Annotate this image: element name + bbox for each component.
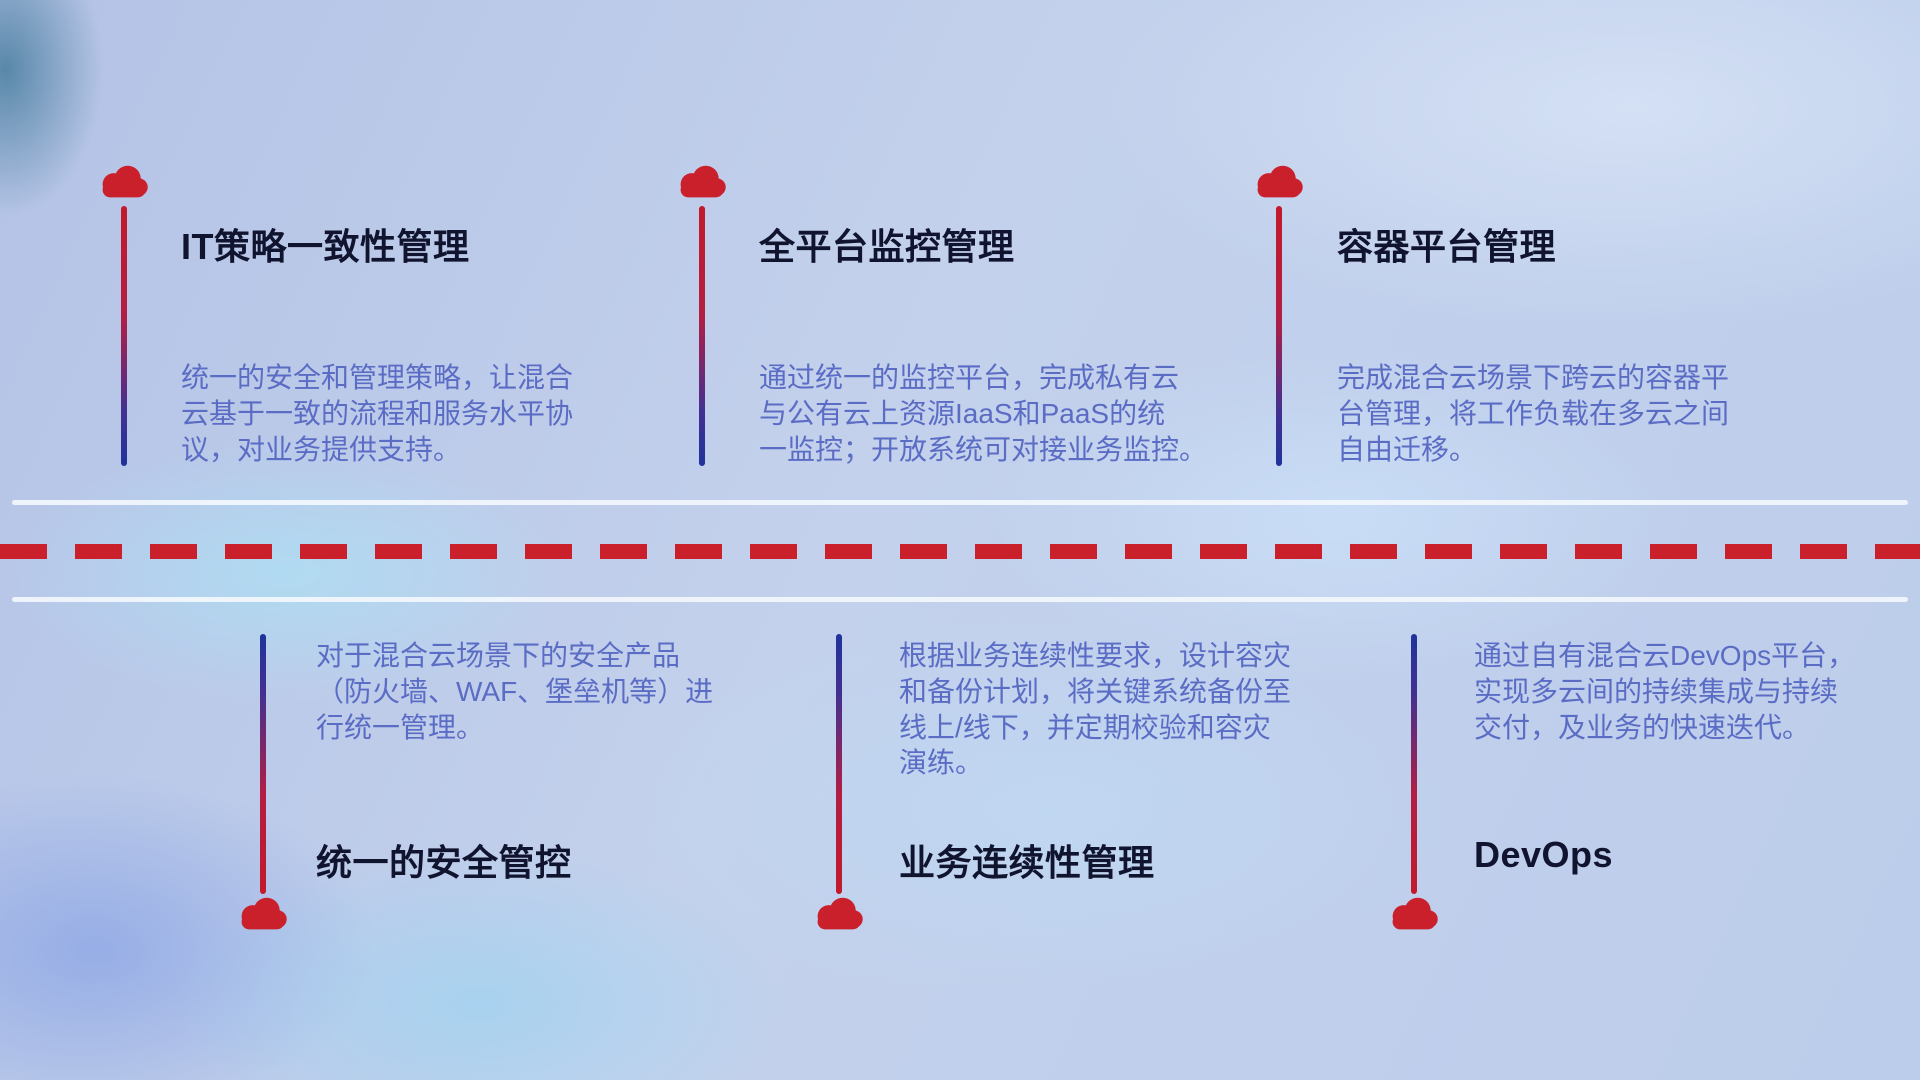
timeline-stem — [260, 634, 266, 894]
item-description: 统一的安全和管理策略，让混合 云基于一致的流程和服务水平协 议，对业务提供支持。 — [181, 362, 574, 465]
timeline-stem — [121, 206, 127, 466]
cloud-icon — [1251, 162, 1307, 202]
road-dashed-line — [0, 544, 1920, 559]
item-title: DevOps — [1474, 834, 1614, 875]
cloud-icon — [96, 162, 152, 202]
item-title: 容器平台管理 — [1337, 226, 1557, 267]
cloud-icon — [811, 894, 867, 934]
item-title: 统一的安全管控 — [316, 842, 572, 883]
timeline-stem — [836, 634, 842, 894]
cloud-icon — [235, 894, 291, 934]
road-top-line — [12, 500, 1908, 505]
item-title: IT策略一致性管理 — [181, 226, 470, 267]
road-bottom-line — [12, 597, 1908, 602]
timeline-stem — [1276, 206, 1282, 466]
item-description: 通过自有混合云DevOps平台， 实现多云间的持续集成与持续 交付，及业务的快速… — [1474, 640, 1856, 743]
item-title: 全平台监控管理 — [759, 226, 1015, 267]
cloud-icon — [674, 162, 730, 202]
item-description: 对于混合云场景下的安全产品 （防火墙、WAF、堡垒机等）进 行统一管理。 — [316, 640, 714, 743]
item-description: 完成混合云场景下跨云的容器平 台管理，将工作负载在多云之间 自由迁移。 — [1337, 362, 1730, 465]
item-title: 业务连续性管理 — [899, 842, 1155, 883]
cloud-icon — [1386, 894, 1442, 934]
timeline-stem — [1411, 634, 1417, 894]
timeline-stem — [699, 206, 705, 466]
item-description: 通过统一的监控平台，完成私有云 与公有云上资源IaaS和PaaS的统 一监控；开… — [759, 362, 1208, 465]
item-description: 根据业务连续性要求，设计容灾 和备份计划，将关键系统备份至 线上/线下，并定期校… — [899, 640, 1292, 779]
